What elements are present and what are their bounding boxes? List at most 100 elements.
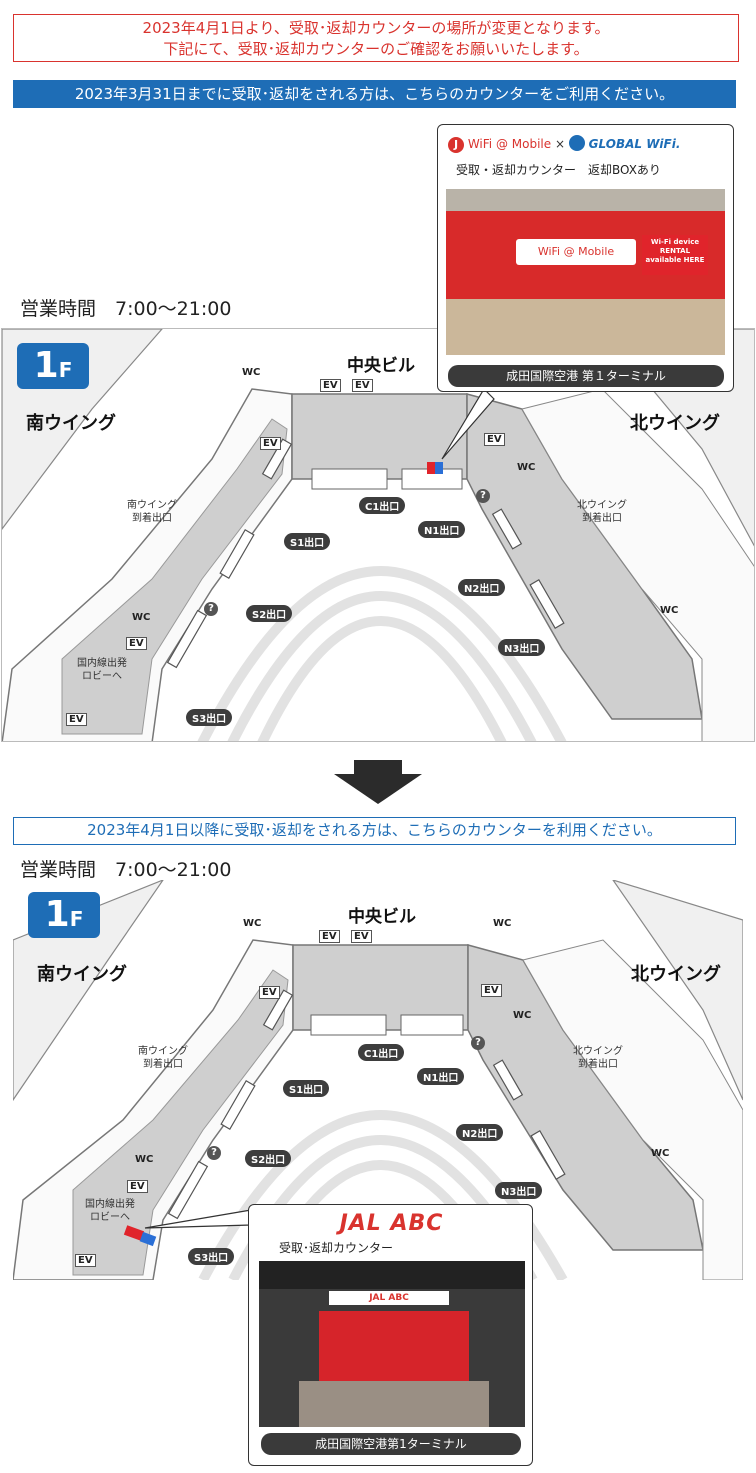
before-exit-s1: S1出口 <box>284 533 331 550</box>
after-ev-5: EV <box>127 1180 148 1193</box>
after-exit-n3: N3出口 <box>495 1182 543 1199</box>
before-info-2: ? <box>204 602 218 616</box>
before-location-pill: 成田国際空港 第１ターミナル <box>448 365 724 387</box>
after-wc-2: WC <box>493 918 512 929</box>
north-counter-2 <box>530 1130 566 1180</box>
central-counter-left <box>311 468 388 490</box>
photo-top-sign-band <box>259 1261 525 1289</box>
after-ev-2: EV <box>351 930 372 943</box>
before-exit-n3: N3出口 <box>498 639 546 656</box>
after-ev-1: EV <box>319 930 340 943</box>
after-ev-3: EV <box>259 986 280 999</box>
photo-counter-desk <box>446 299 725 355</box>
road-arc-1 <box>227 591 537 741</box>
after-ev-4: EV <box>481 984 502 997</box>
north-wing-outer <box>522 939 743 1280</box>
before-exit-n1: N1出口 <box>418 521 466 538</box>
before-counter-red <box>427 462 435 474</box>
photo-counter-desk <box>299 1381 489 1427</box>
after-exit-s3: S3出口 <box>188 1248 235 1265</box>
south-counter-3 <box>166 609 208 669</box>
after-info-1: ? <box>471 1036 485 1050</box>
after-counter-callout: JAL ABC 受取･返却カウンター JAL ABC 成田国際空港第1ターミナル <box>248 1204 533 1466</box>
before-ev-6: EV <box>66 713 87 726</box>
before-brand-row: J WiFi @ Mobile × GLOBAL WiFi. <box>448 135 680 153</box>
south-counter-3 <box>167 1160 209 1220</box>
after-wc-1: WC <box>243 918 262 929</box>
before-wc-3: WC <box>132 612 151 623</box>
after-map-drawing <box>13 880 743 1280</box>
road-arc-3 <box>197 566 567 741</box>
south-counter-1 <box>262 989 294 1031</box>
after-north-arrival: 北ウイング 到着出口 <box>573 1046 623 1070</box>
before-counter-callout: J WiFi @ Mobile × GLOBAL WiFi. 受取・返却カウンタ… <box>437 124 734 392</box>
down-arrow-icon <box>334 760 422 804</box>
after-info-2: ? <box>207 1146 221 1160</box>
after-south-wing-label: 南ウイング <box>37 964 127 985</box>
south-counter-1 <box>261 438 293 480</box>
after-wc-3: WC <box>513 1010 532 1021</box>
road-arc-3 <box>198 1110 568 1280</box>
after-exit-n2: N2出口 <box>456 1124 504 1141</box>
north-counter-1 <box>491 508 523 550</box>
before-callout-pointer <box>441 388 495 460</box>
south-counter-2 <box>219 529 255 579</box>
before-hours: 営業時間 7:00～21:00 <box>20 298 232 320</box>
notice-line-2: 下記にて、受取･返却カウンターのご確認をお願いいたします。 <box>163 40 589 58</box>
before-callout-caption: 受取・返却カウンター 返却BOXあり <box>456 163 661 177</box>
global-wifi-globe-icon <box>568 135 585 151</box>
before-north-wing-label: 北ウイング <box>630 413 720 434</box>
after-domestic-lobby: 国内線出発 ロビーへ <box>85 1199 135 1223</box>
after-ev-6: EV <box>75 1254 96 1267</box>
before-south-arrival: 南ウイング 到着出口 <box>127 500 177 524</box>
before-exit-s3: S3出口 <box>186 709 233 726</box>
photo-ceiling <box>446 189 725 211</box>
floor-letter: F <box>69 907 84 931</box>
before-ev-3: EV <box>260 437 281 450</box>
photo-sign-rental: Wi-Fi device RENTAL available HERE <box>642 235 708 275</box>
after-hours: 営業時間 7:00～21:00 <box>20 859 232 881</box>
before-wc-2: WC <box>517 462 536 473</box>
after-location-pill: 成田国際空港第1ターミナル <box>261 1433 521 1455</box>
brand-wifi-mobile: WiFi @ Mobile <box>467 137 552 151</box>
before-info-1: ? <box>476 489 490 503</box>
before-banner: 2023年3月31日までに受取･返却をされる方は、こちらのカウンターをご利用くだ… <box>13 80 736 108</box>
floor-letter: F <box>58 358 73 382</box>
brand-global-wifi: GLOBAL WiFi. <box>588 137 681 151</box>
before-ev-1: EV <box>320 379 341 392</box>
before-wc-1: WC <box>242 367 261 378</box>
before-ev-2: EV <box>352 379 373 392</box>
before-counter-photo: WiFi @ Mobile Wi-Fi device RENTAL availa… <box>446 189 725 355</box>
notice-line-1: 2023年4月1日より、受取･返却カウンターの場所が変更となります。 <box>142 19 610 37</box>
before-domestic-lobby: 国内線出発 ロビーへ <box>77 658 127 682</box>
after-exit-s1: S1出口 <box>283 1080 330 1097</box>
before-wc-4: WC <box>660 605 679 616</box>
before-ev-5: EV <box>126 637 147 650</box>
photo-sign-jal: JAL ABC <box>329 1291 449 1305</box>
central-counter-left <box>310 1014 387 1036</box>
change-notice: 2023年4月1日より、受取･返却カウンターの場所が変更となります。 下記にて、… <box>13 14 739 62</box>
before-exit-c1: C1出口 <box>359 497 406 514</box>
after-floor-badge: 1F <box>28 892 100 938</box>
after-central-label: 中央ビル <box>348 907 416 927</box>
after-callout-caption: 受取･返却カウンター <box>279 1241 394 1255</box>
before-central-label: 中央ビル <box>347 356 415 376</box>
before-exit-n2: N2出口 <box>458 579 506 596</box>
after-wc-4: WC <box>135 1154 154 1165</box>
photo-sign-wifi: WiFi @ Mobile <box>516 239 636 265</box>
after-brand-jal-abc: JAL ABC <box>339 1211 444 1236</box>
before-counter-blue <box>435 462 443 474</box>
floor-number: 1 <box>33 345 59 386</box>
after-map: 1F 南ウイング 北ウイング 中央ビル 南ウイング 到着出口 北ウイング 到着出… <box>13 880 743 1280</box>
road-arc-2 <box>257 616 507 741</box>
after-banner: 2023年4月1日以降に受取･返却をされる方は、こちらのカウンターを利用ください… <box>13 817 736 845</box>
before-north-arrival: 北ウイング 到着出口 <box>577 500 627 524</box>
north-building-outline <box>612 880 743 1101</box>
after-exit-n1: N1出口 <box>417 1068 465 1085</box>
before-ev-4: EV <box>484 433 505 446</box>
brand-times: × <box>554 137 566 151</box>
north-counter-1 <box>492 1059 524 1101</box>
after-counter-blue <box>139 1231 157 1247</box>
after-south-arrival: 南ウイング 到着出口 <box>138 1046 188 1070</box>
before-exit-s2: S2出口 <box>246 605 293 622</box>
